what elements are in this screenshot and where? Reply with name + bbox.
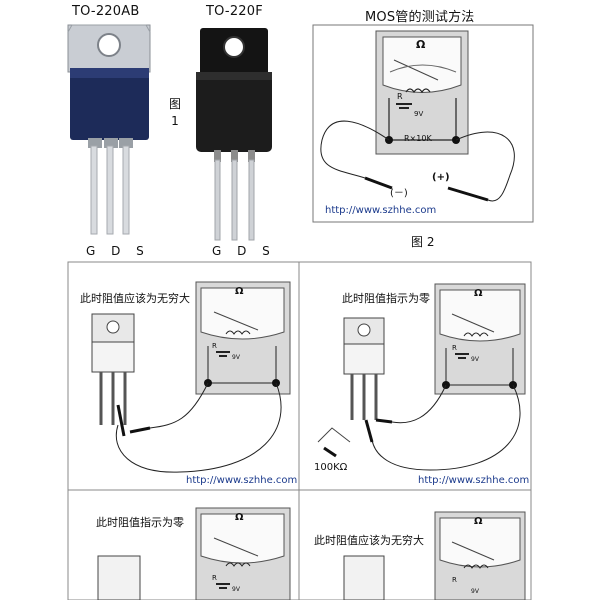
panel-grid [67,261,532,600]
method-title: MOS管的测试方法 [365,10,475,25]
panel-2-caption: 此时阻值指示为零 [342,292,430,305]
pkg2-pin-labels: G D S [212,244,276,258]
method-url: http://www.szhhe.com [325,205,437,216]
panel-1-r-label: R [212,342,217,350]
panel-2-r-label: R [452,344,457,352]
panel-4-omega: Ω [474,516,483,527]
pkg1-title: TO-220AB [72,4,140,19]
panel-3-drawing [97,507,291,600]
to220ab-transistor [67,24,151,235]
panel-2-9v-label: 9V [471,356,479,363]
panel-1-caption: 此时阻值应该为无穷大 [80,292,190,305]
meter-r-label: R [397,92,403,101]
panel-3-caption: 此时阻值指示为零 [96,516,184,529]
figure-1-label: 图 1 [168,97,181,128]
panel-3-9v-label: 9V [232,586,240,593]
test-method-diagram [312,24,534,223]
panel-3-omega: Ω [235,512,244,523]
panel-4-caption: 此时阻值应该为无穷大 [314,534,424,547]
meter-range-label: R×10K [404,134,432,143]
figure-2-label: 图 2 [411,235,435,249]
panel-2-omega: Ω [474,288,483,299]
panel-2-resistor-label: 100KΩ [314,462,348,473]
panel-4-r-label: R [452,576,457,584]
probe-positive-label: (+) [432,172,450,183]
panel-1-omega: Ω [235,286,244,297]
pkg2-title: TO-220F [206,4,263,19]
to220f-transistor [196,28,272,241]
pkg1-pin-labels: G D S [86,244,150,258]
panel-2-url: http://www.szhhe.com [418,475,530,486]
panel-4-9v-label: 9V [471,588,479,595]
panel-2-drawing [317,283,526,471]
probe-negative-label: (－) [390,188,408,199]
panel-1-drawing [91,281,291,473]
panel-4-drawing [343,511,526,600]
panel-1-9v-label: 9V [232,354,240,361]
panel-3-r-label: R [212,574,217,582]
meter-omega-label: Ω [416,38,426,51]
meter-battery-label: 9V [414,110,424,118]
panel-1-url: http://www.szhhe.com [186,475,298,486]
